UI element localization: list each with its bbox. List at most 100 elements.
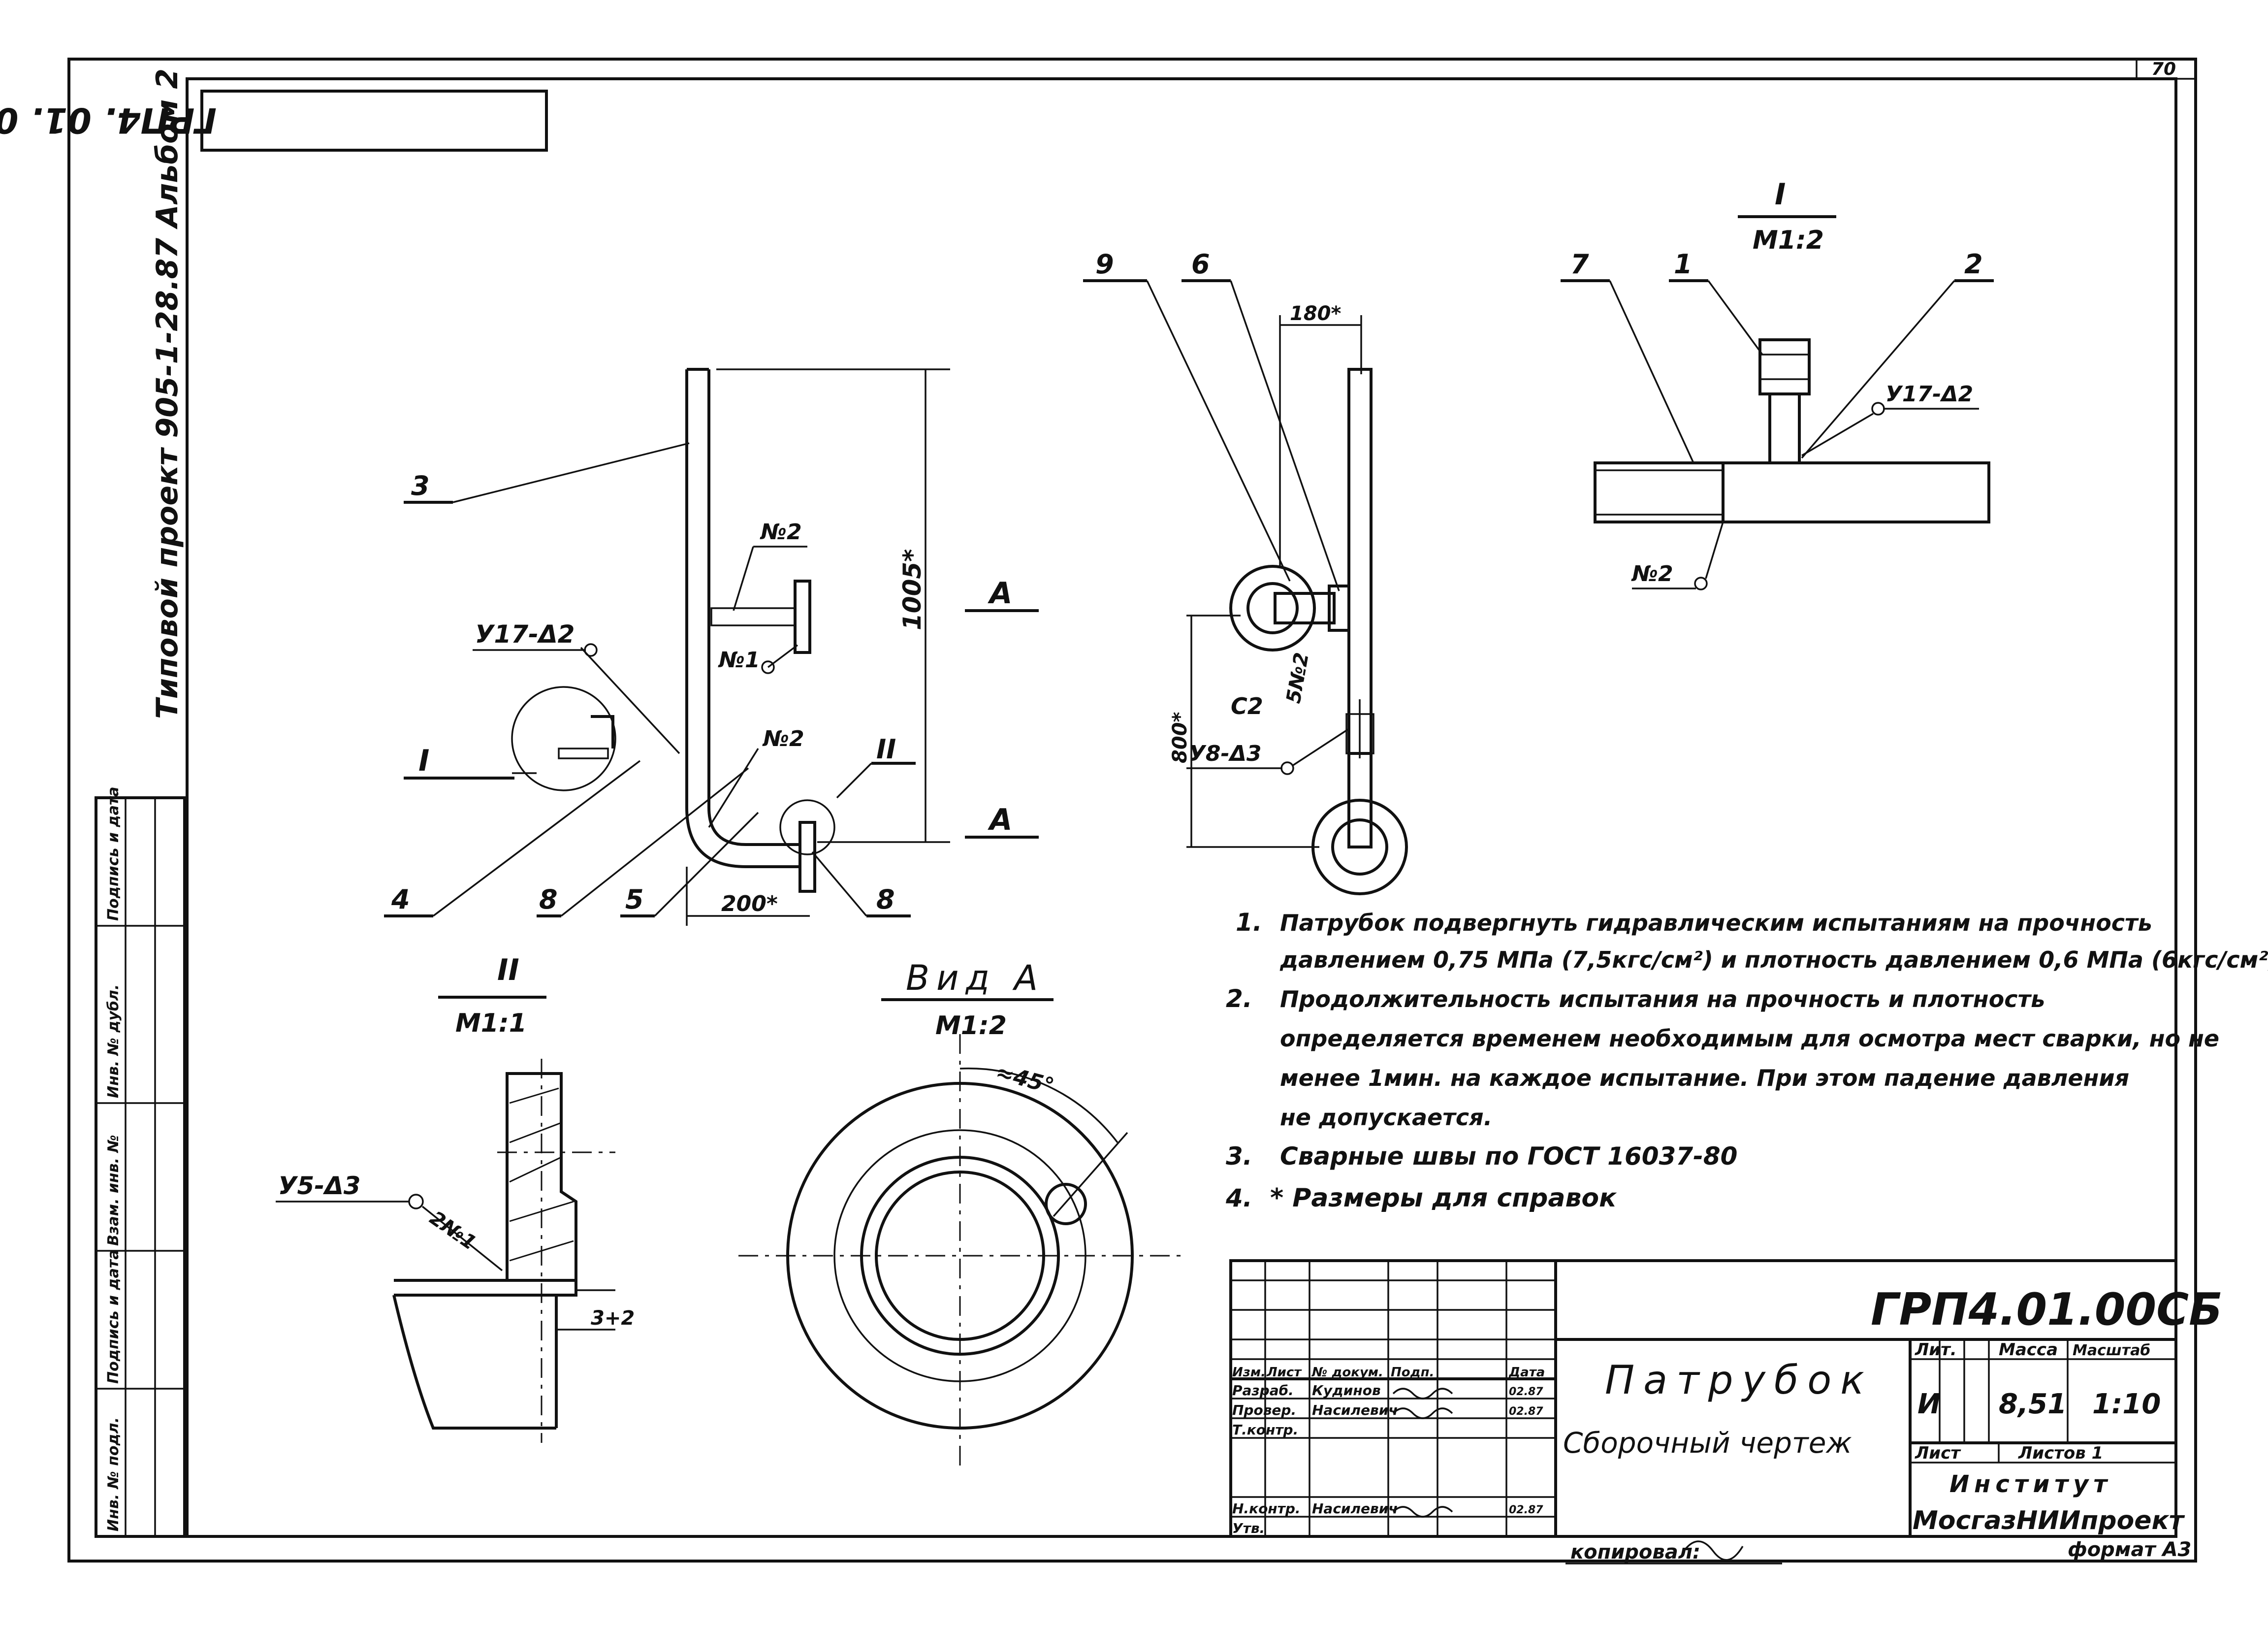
weld-5no2: 5№2 [1282, 651, 1313, 705]
detail-1-title: I [1775, 177, 1786, 212]
section-a-bottom: А [988, 803, 1012, 837]
callout-8-left: 8 [539, 884, 558, 915]
detail-2-weld: У5-Δ3 [278, 1172, 361, 1200]
scale-value: 1:10 [2092, 1388, 2161, 1420]
sign-header-date: Дата [1508, 1365, 1545, 1380]
doc-code: ГРП4.01.00СБ [1871, 1284, 2223, 1336]
left-strip [95, 796, 186, 1538]
callout-1: 1 [1674, 249, 1693, 280]
detail-mark-2: II [876, 734, 896, 765]
row-role-3: Н.контр. [1232, 1500, 1301, 1517]
view-a-angle: ≈45° [993, 1059, 1056, 1099]
detail-2-title: II [497, 953, 519, 987]
head-lit: Лит. [1915, 1340, 1957, 1360]
lit-value: И [1917, 1388, 1941, 1420]
weld-label-no2-top: №2 [760, 520, 802, 545]
detail-1-weld: У17-Δ2 [1885, 382, 1973, 407]
row-name-1: Насилевич [1312, 1402, 1398, 1418]
weld-label-no1: №1 [718, 648, 760, 673]
callout-8-right: 8 [876, 884, 895, 915]
view-a: Вид А М1:2 ≈45° [738, 958, 1182, 1472]
main-view: 1005* 200* А А I II 3 4 8 5 [384, 368, 1039, 926]
detail-2-view: II М1:1 У5-Δ3 2№1 3+2 [276, 953, 635, 1443]
page-number: 70 [2151, 59, 2176, 79]
note-3-line-1: Сварные швы по ГОСТ 16037-80 [1280, 1142, 1737, 1171]
sign-header-list: Лист [1266, 1365, 1302, 1380]
sign-header-doc: № докум. [1311, 1365, 1383, 1380]
detail-2-dim: 3+2 [591, 1307, 635, 1330]
note-4-line-1: * Размеры для справок [1270, 1183, 1617, 1213]
mass-value: 8,51 [1999, 1388, 2067, 1420]
org-line-1: Институт [1949, 1470, 2112, 1498]
strip-label-2: Подпись и дата [105, 1250, 122, 1384]
format-label: формат А3 [2068, 1538, 2191, 1561]
doc-subtitle: Сборочный чертеж [1563, 1426, 1852, 1460]
callout-4: 4 [391, 884, 410, 915]
note-3-num: 3. [1226, 1142, 1252, 1171]
note-1-line-2: давлением 0,75 МПа (7,5кгс/см²) и плотно… [1279, 946, 2268, 973]
section-a-top: А [988, 576, 1012, 611]
row-date-1: 02.87 [1509, 1405, 1543, 1418]
weld-y8: У8-Δ3 [1189, 741, 1261, 766]
detail-2-scale: М1:1 [455, 1009, 527, 1038]
page-number-box [2136, 58, 2197, 80]
outer-frame [67, 58, 2197, 1563]
notes: 1. Патрубок подвергнуть гидравлическим и… [1225, 908, 2268, 1213]
signature-3 [1392, 1506, 1453, 1518]
dim-200: 200* [721, 891, 778, 916]
strip-label-3: Взам. инв. № [105, 1135, 122, 1246]
row-role-4: Утв. [1232, 1520, 1265, 1536]
head-scale: Масштаб [2073, 1342, 2150, 1359]
signature-2 [1392, 1407, 1453, 1419]
sign-header-sign: Подп. [1391, 1365, 1434, 1380]
note-2-line-1: Продолжительность испытания на прочность… [1280, 986, 2045, 1012]
callout-3: 3 [411, 470, 430, 501]
detail-1-view: I М1:2 7 1 2 У17-Δ2 №2 [1561, 177, 1994, 590]
sheet-label: Лист [1915, 1443, 1961, 1463]
row-role-2: Т.контр. [1232, 1422, 1298, 1438]
side-view: 180* 800* 9 6 С2 5№2 У8-Δ3 [1083, 249, 1408, 895]
row-name-3: Насилевич [1312, 1500, 1398, 1517]
strip-label-1: Инв. № подл. [105, 1417, 122, 1531]
title-block: Изм. Лист № докум. Подп. Дата Разраб. Ку… [1229, 1259, 2223, 1538]
note-2-line-2: определяется временем необходимым для ос… [1280, 1025, 2219, 1052]
weld-c2: С2 [1231, 693, 1263, 719]
view-a-title: Вид А [906, 958, 1045, 998]
view-a-scale: М1:2 [935, 1011, 1007, 1041]
doc-name: Патрубок [1605, 1357, 1873, 1403]
note-2-line-3: менее 1мин. на каждое испытание. При это… [1280, 1065, 2129, 1091]
note-1-num: 1. [1236, 908, 1262, 937]
stamp-code-rotated: ГРП4. 01. 00 СБ [0, 100, 217, 140]
stamp-box [200, 90, 548, 152]
detail-1-scale: М1:2 [1753, 226, 1824, 255]
copied-by: копировал: [1570, 1541, 1700, 1564]
callout-2: 2 [1964, 249, 1983, 280]
callout-5: 5 [625, 884, 644, 915]
detail-1-weld-no2: №2 [1631, 561, 1673, 586]
strip-label-4: Инв. № дубл. [105, 984, 122, 1098]
callout-9: 9 [1095, 249, 1114, 280]
note-1-line-1: Патрубок подвергнуть гидравлическим испы… [1280, 910, 2152, 936]
sheets-label: Листов 1 [2018, 1443, 2103, 1463]
inner-frame [186, 77, 2177, 1538]
weld-label-y17: У17-Δ2 [475, 620, 575, 649]
detail-2-weld-no: 2№1 [425, 1207, 480, 1255]
dim-1005: 1005* [898, 549, 926, 630]
row-name-0: Кудинов [1312, 1382, 1381, 1399]
signature-1 [1392, 1388, 1453, 1400]
row-date-0: 02.87 [1509, 1386, 1543, 1398]
row-role-0: Разраб. [1232, 1382, 1294, 1399]
row-date-3: 02.87 [1509, 1504, 1543, 1516]
callout-6: 6 [1191, 249, 1210, 280]
dim-800: 800* [1169, 712, 1191, 763]
strip-label-5: Подпись и дата [105, 787, 122, 921]
callout-7: 7 [1570, 249, 1589, 280]
note-2-line-4: не допускается. [1280, 1104, 1492, 1131]
side-text: Типовой проект 905-1-28.87 Альбом 2 [150, 68, 185, 719]
detail-mark-1: I [418, 744, 429, 778]
dim-180: 180* [1290, 302, 1341, 325]
head-mass: Масса [1999, 1340, 2058, 1360]
sign-header-izm: Изм. [1232, 1365, 1266, 1380]
copier-signature [1683, 1540, 1744, 1561]
